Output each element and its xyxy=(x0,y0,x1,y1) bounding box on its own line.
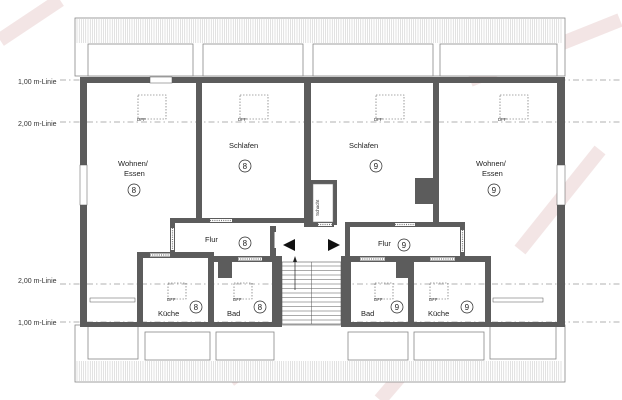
doors xyxy=(150,219,464,261)
unit-number: 8 xyxy=(194,303,199,312)
staircase xyxy=(281,256,342,325)
skylight-label: DFF xyxy=(374,297,383,302)
room-name: Flur xyxy=(378,239,391,248)
room-name: Essen xyxy=(124,169,145,178)
room-name: Flur xyxy=(205,235,218,244)
unit-number: 8 xyxy=(258,303,263,312)
arrow-right-icon xyxy=(328,239,340,251)
shaft-label: Schacht xyxy=(315,199,320,216)
skylight-label: DFF xyxy=(374,117,383,122)
roof-top xyxy=(74,17,566,77)
skylight-label: DFF xyxy=(233,297,242,302)
skylight-label: DFF xyxy=(167,297,176,302)
skylight-label: DFF xyxy=(429,297,438,302)
unit-number: 8 xyxy=(243,239,248,248)
line-label: 1,00 m-Linie xyxy=(18,320,57,327)
roof-bottom xyxy=(74,324,566,383)
unit-number: 8 xyxy=(132,186,137,195)
shaft xyxy=(312,183,334,223)
unit-number: 9 xyxy=(402,241,407,250)
skylight-label: DFF xyxy=(137,117,146,122)
line-label: 1,00 m-Linie xyxy=(18,79,57,86)
room-name: Bad xyxy=(227,309,240,318)
skylight-label: DFF xyxy=(238,117,247,122)
line-label: 2,00 m-Linie xyxy=(18,121,57,128)
room-name: Bad xyxy=(361,309,374,318)
room-name: Wohnen/ xyxy=(476,159,507,168)
room-name: Wohnen/ xyxy=(118,159,149,168)
unit-number: 9 xyxy=(395,303,400,312)
room-name: Küche xyxy=(428,309,449,318)
arrow-left-icon xyxy=(283,239,295,251)
room-name: Schlafen xyxy=(349,141,378,150)
line-label: 2,00 m-Linie xyxy=(18,278,57,285)
room-name: Schlafen xyxy=(229,141,258,150)
unit-number: 9 xyxy=(492,186,497,195)
stair-arrow-icon xyxy=(293,256,297,262)
skylights: DFF DFF DFF DFF DFF DFF DFF DFF xyxy=(137,94,529,302)
unit-number: 9 xyxy=(465,303,470,312)
unit-number: 9 xyxy=(374,162,379,171)
room-labels: Wohnen/ Essen 8 Schlafen 8 Schlafen 9 Wo… xyxy=(118,141,507,318)
room-name: Essen xyxy=(482,169,503,178)
skylight-label: DFF xyxy=(498,117,507,122)
unit-number: 8 xyxy=(243,162,248,171)
windows xyxy=(79,76,566,303)
room-name: Küche xyxy=(158,309,179,318)
